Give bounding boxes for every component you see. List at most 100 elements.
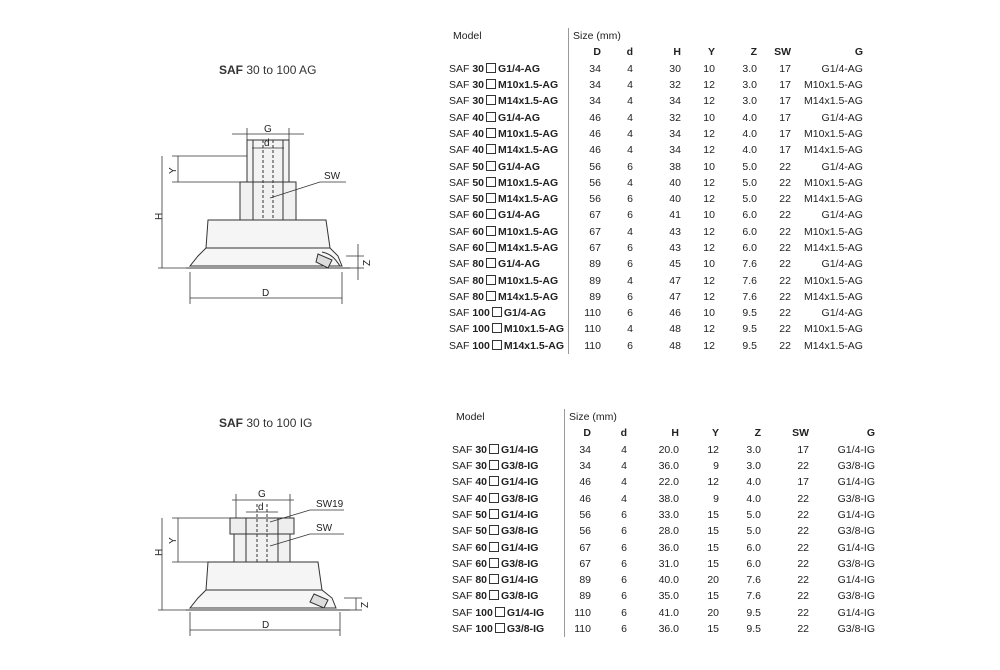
model-prefix: SAF xyxy=(452,492,473,505)
col-header: D xyxy=(564,425,595,442)
cell-d: 6 xyxy=(627,193,633,206)
checkbox-icon xyxy=(489,508,500,519)
checkbox-icon xyxy=(486,258,497,269)
cell-d: 46 xyxy=(564,474,595,491)
cell-z: 4.0 xyxy=(746,492,761,505)
model-prefix: SAF xyxy=(449,339,470,352)
size-header: Size (mm) xyxy=(567,28,867,45)
model-size: 50 xyxy=(472,193,485,206)
cell-d: 110 xyxy=(567,305,605,322)
cell-d: 6 xyxy=(621,574,627,587)
cell-d: 4 xyxy=(621,443,627,456)
cell-g: G1/4-AG xyxy=(821,111,863,124)
cell-sw: 22 xyxy=(797,541,809,554)
cell-y: 12 xyxy=(703,79,715,92)
checkbox-icon xyxy=(486,290,497,301)
cell-d: 4 xyxy=(627,274,633,287)
cell-sw: 22 xyxy=(797,525,809,538)
cell-z: 4.0 xyxy=(742,127,757,140)
cell-h: 47 xyxy=(669,290,681,303)
cell-g: M14x1.5-AG xyxy=(804,290,863,303)
model-thread: M14x1.5-AG xyxy=(498,144,559,157)
model-prefix: SAF xyxy=(449,242,470,254)
cell-y: 12 xyxy=(707,476,719,489)
model-size: 30 xyxy=(472,79,485,92)
cell-h: 40 xyxy=(669,176,681,189)
section-ag-title: SAF 30 to 100 AG xyxy=(219,63,316,77)
model-size: 50 xyxy=(475,508,488,521)
cell-h: 36.0 xyxy=(658,460,679,473)
cell-d: 56 xyxy=(567,190,605,208)
cell-h: 47 xyxy=(669,274,681,287)
section-ig-title-rest: 30 to 100 IG xyxy=(246,416,313,430)
cell-d: 4 xyxy=(627,79,633,92)
cell-g: M10x1.5-AG xyxy=(804,225,863,238)
cell-y: 12 xyxy=(703,193,715,206)
model-prefix: SAF xyxy=(449,111,470,124)
dim-g-label: G xyxy=(264,124,272,135)
cell-y: 15 xyxy=(707,508,719,521)
cell-d: 6 xyxy=(621,606,627,619)
cell-h: 31.0 xyxy=(658,557,679,570)
cell-z: 7.6 xyxy=(746,574,761,587)
cell-d: 4 xyxy=(621,460,627,473)
cell-sw: 22 xyxy=(779,176,791,189)
cell-d: 34 xyxy=(567,60,605,77)
checkbox-icon xyxy=(486,127,497,138)
cell-g: G3/8-IG xyxy=(837,623,875,635)
cell-d: 67 xyxy=(567,223,605,240)
cell-d: 110 xyxy=(567,321,605,338)
cell-y: 10 xyxy=(703,160,715,173)
model-prefix: SAF xyxy=(449,176,470,189)
cell-sw: 22 xyxy=(779,160,791,173)
dim-d-small-label: d xyxy=(264,138,270,149)
cell-d: 4 xyxy=(627,62,633,75)
cell-h: 41 xyxy=(669,209,681,222)
cell-d: 6 xyxy=(621,541,627,554)
model-thread: G3/8-IG xyxy=(501,590,539,603)
model-prefix: SAF xyxy=(449,95,470,108)
col-header: H xyxy=(673,46,681,59)
model-prefix: SAF xyxy=(449,160,470,173)
cell-sw: 22 xyxy=(779,323,791,336)
model-size: 50 xyxy=(472,160,485,173)
model-size: 40 xyxy=(472,127,485,140)
cell-h: 36.0 xyxy=(658,623,679,635)
dim-y-label: Y xyxy=(168,537,179,544)
cell-sw: 17 xyxy=(779,62,791,75)
cell-sw: 22 xyxy=(779,339,791,352)
checkbox-icon xyxy=(494,623,505,633)
model-size: 60 xyxy=(472,225,485,238)
cell-d: 34 xyxy=(564,457,595,475)
col-header: H xyxy=(671,427,679,440)
section-ig-title-bold: SAF xyxy=(219,416,243,430)
cell-y: 12 xyxy=(703,144,715,157)
model-prefix: SAF xyxy=(449,62,470,75)
cell-sw: 17 xyxy=(797,443,809,456)
cell-y: 12 xyxy=(707,443,719,456)
col-header: d xyxy=(626,46,633,59)
model-thread: G3/8-IG xyxy=(501,525,539,538)
col-header: Y xyxy=(711,427,719,440)
cell-h: 35.0 xyxy=(658,590,679,603)
cell-h: 46 xyxy=(669,307,681,320)
cell-z: 9.5 xyxy=(742,323,757,336)
cell-d: 110 xyxy=(567,337,605,354)
cell-sw: 22 xyxy=(779,209,791,222)
dim-y-label: Y xyxy=(168,167,179,174)
